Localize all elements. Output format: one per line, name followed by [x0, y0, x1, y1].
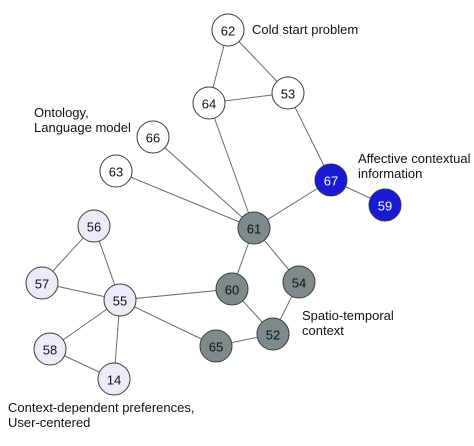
node-circle	[211, 13, 245, 47]
node-label: 63	[109, 165, 123, 180]
node-54: 54	[282, 265, 316, 299]
node-65: 65	[199, 329, 233, 363]
edge-64-61	[208, 102, 255, 229]
nodes-layer: 62 64 53 66 63 67 59 61 54 60 52 65 56 57 55 58 14	[25, 13, 402, 396]
node-circle	[99, 154, 133, 188]
node-55: 55	[103, 283, 137, 317]
edge-63-61	[115, 170, 255, 229]
node-64: 64	[192, 86, 226, 120]
node-53: 53	[271, 76, 305, 110]
node-circle	[103, 283, 137, 317]
node-label: 66	[146, 131, 160, 146]
node-circle	[368, 188, 402, 222]
node-58: 58	[33, 332, 67, 366]
edge-55-65	[119, 299, 217, 347]
node-circle	[271, 76, 305, 110]
node-circle	[192, 86, 226, 120]
label-spatio-temporal: Spatio-temporal context	[302, 308, 397, 338]
node-circle	[314, 163, 348, 197]
label-cold-start: Cold start problem	[252, 22, 358, 37]
node-label: 67	[324, 174, 338, 189]
node-circle	[77, 209, 111, 243]
node-label: 56	[87, 220, 101, 235]
edge-60-55	[119, 288, 233, 301]
node-label: 64	[202, 97, 216, 112]
node-66: 66	[136, 120, 170, 154]
node-62: 62	[211, 13, 245, 47]
node-57: 57	[25, 266, 59, 300]
node-circle	[256, 317, 290, 351]
node-60: 60	[215, 272, 249, 306]
node-label: 52	[266, 328, 280, 343]
node-circle	[199, 329, 233, 363]
node-label: 54	[292, 276, 306, 291]
node-label: 55	[113, 294, 127, 309]
node-14: 14	[97, 362, 131, 396]
node-61: 61	[237, 211, 271, 245]
node-circle	[237, 211, 271, 245]
node-label: 59	[378, 199, 392, 214]
node-circle	[25, 266, 59, 300]
label-context-dependent: Context-dependent preferences, User-cent…	[8, 400, 198, 430]
node-circle	[215, 272, 249, 306]
node-label: 53	[281, 87, 295, 102]
edge-66-61	[152, 136, 255, 229]
node-circle	[136, 120, 170, 154]
node-circle	[282, 265, 316, 299]
node-circle	[33, 332, 67, 366]
node-67: 67	[314, 163, 348, 197]
node-label: 62	[221, 24, 235, 39]
label-affective: Affective contextual information	[358, 151, 474, 181]
node-label: 61	[247, 222, 261, 237]
node-63: 63	[99, 154, 133, 188]
node-56: 56	[77, 209, 111, 243]
node-label: 60	[225, 283, 239, 298]
node-circle	[97, 362, 131, 396]
node-label: 57	[35, 277, 49, 292]
node-label: 58	[43, 343, 57, 358]
node-label: 65	[209, 340, 223, 355]
node-label: 14	[107, 373, 121, 388]
label-ontology: Ontology, Language model	[34, 105, 131, 135]
node-59: 59	[368, 188, 402, 222]
node-52: 52	[256, 317, 290, 351]
